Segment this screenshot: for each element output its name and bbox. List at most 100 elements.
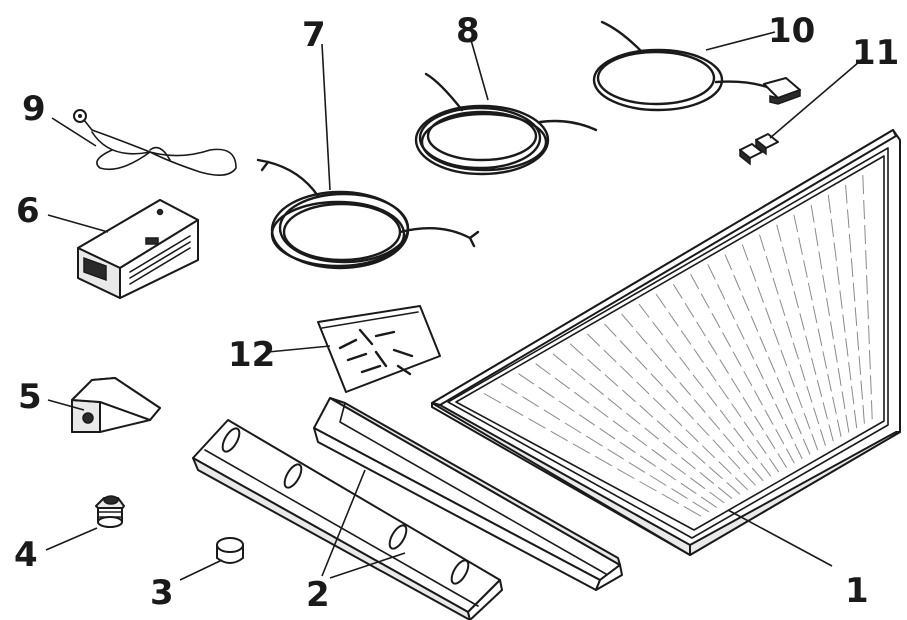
panel-cell-line bbox=[679, 356, 691, 371]
panel-cell-line bbox=[833, 344, 838, 363]
panel-cell-line bbox=[706, 392, 718, 407]
panel-cell-line bbox=[848, 233, 852, 253]
cable-entry-cap bbox=[216, 537, 244, 564]
panel-cell-line bbox=[649, 475, 667, 486]
panel-cell-line bbox=[680, 482, 697, 495]
panel-cell-line bbox=[851, 386, 855, 405]
panel-cell-line bbox=[685, 429, 699, 443]
panel-cell-line bbox=[741, 295, 750, 312]
panel-cell-line bbox=[868, 325, 870, 345]
panel-cell-line bbox=[666, 389, 679, 404]
panel-cell-line bbox=[830, 321, 834, 340]
panel-cell-line bbox=[572, 443, 591, 454]
panel-cell-line bbox=[707, 264, 716, 280]
panel-cell-line bbox=[672, 284, 683, 299]
callout-8: 8 bbox=[456, 11, 480, 51]
panel-cell-line bbox=[726, 304, 735, 320]
panel-cell-line bbox=[832, 396, 837, 415]
panel-cell-line bbox=[795, 391, 803, 409]
panel-cell-line bbox=[845, 184, 848, 204]
panel-cell-line bbox=[619, 340, 633, 354]
cable-bare-ends bbox=[256, 158, 480, 270]
leader-lines bbox=[45, 31, 867, 581]
panel-cell-line bbox=[604, 323, 617, 337]
callout-3: 3 bbox=[150, 573, 174, 613]
panel-cell-line bbox=[628, 461, 646, 473]
panel-cell-line bbox=[787, 268, 794, 287]
panel-cell-line bbox=[828, 424, 834, 442]
connector-pieces bbox=[739, 133, 779, 166]
panel-cell-line bbox=[743, 472, 756, 486]
panel-cell-line bbox=[827, 194, 832, 214]
panel-cell-line bbox=[705, 366, 717, 382]
panel-cell-line bbox=[786, 320, 793, 338]
callout-1: 1 bbox=[845, 571, 869, 611]
panel-cell-line bbox=[777, 453, 788, 468]
panel-cell-line bbox=[558, 400, 575, 412]
panel-cell-line bbox=[617, 468, 635, 479]
panel-cell-line bbox=[856, 331, 860, 351]
panel-cell-line bbox=[650, 373, 664, 387]
panel-cell-line bbox=[811, 433, 819, 451]
panel-cell-line bbox=[711, 312, 721, 329]
panel-cell-line bbox=[822, 274, 827, 293]
panel-cell-line bbox=[690, 477, 706, 490]
panel-cell-line bbox=[818, 251, 823, 270]
panel-cell-line bbox=[869, 350, 871, 370]
panel-cell-line bbox=[765, 383, 774, 400]
panel-cell-line bbox=[732, 351, 742, 367]
panel-cell-line bbox=[569, 343, 584, 356]
panel-cell-line bbox=[850, 258, 854, 277]
panel-cell-line bbox=[864, 225, 866, 245]
panel-cell-line bbox=[518, 373, 535, 385]
panel-cell-line bbox=[718, 461, 732, 475]
screws bbox=[338, 328, 414, 376]
panel-cell-line bbox=[736, 323, 745, 340]
panel-cell-line bbox=[759, 336, 767, 353]
panel-cell-line bbox=[793, 291, 799, 309]
cable-gland bbox=[95, 495, 125, 528]
panel-cell-line bbox=[862, 174, 864, 195]
panel-cell-line bbox=[708, 466, 723, 480]
panel-cell-line bbox=[833, 242, 837, 261]
panel-cell-line bbox=[772, 328, 780, 345]
panel-cell-line bbox=[754, 415, 764, 431]
panel-cell-line bbox=[619, 365, 634, 379]
panel-cell-line bbox=[854, 307, 858, 326]
panel-cell-line bbox=[845, 338, 849, 357]
panel-cell-line bbox=[550, 430, 568, 442]
panel-cell-line bbox=[664, 365, 677, 379]
panel-cell-line bbox=[639, 481, 657, 492]
panel-cell-line bbox=[784, 423, 793, 440]
panel-cell-line bbox=[860, 380, 863, 400]
panel-cell-line bbox=[768, 458, 780, 473]
panel-cell-line bbox=[858, 356, 862, 375]
panel-cell-line bbox=[822, 351, 828, 369]
charge-controller bbox=[77, 199, 199, 299]
callout-7: 7 bbox=[302, 15, 326, 55]
panel-cell-line bbox=[621, 313, 634, 328]
panel-cell-line bbox=[681, 457, 696, 470]
panel-cell-line bbox=[814, 228, 819, 246]
panel-cell-line bbox=[652, 321, 664, 336]
panel-cell-line bbox=[554, 377, 570, 390]
panel-cell-line bbox=[671, 488, 688, 500]
panel-cell-line bbox=[660, 469, 677, 481]
panel-cell-line bbox=[836, 419, 842, 438]
panel-cell-line bbox=[669, 413, 683, 427]
panel-cell-line bbox=[632, 434, 648, 447]
panel-cell-line bbox=[749, 265, 757, 282]
panel-cell-line bbox=[574, 391, 590, 404]
panel-cell-line bbox=[638, 303, 650, 318]
panel-cell-line bbox=[652, 397, 666, 411]
panel-cell-line bbox=[755, 363, 764, 380]
panel-cell-line bbox=[811, 357, 817, 375]
panel-cell-line bbox=[841, 391, 846, 410]
panel-cell-line bbox=[842, 314, 846, 333]
callout-6: 6 bbox=[16, 191, 40, 231]
panel-cell-line bbox=[700, 496, 717, 508]
callout-12: 12 bbox=[228, 335, 275, 375]
panel-cell-line bbox=[696, 422, 710, 437]
coiled-cable bbox=[414, 72, 598, 176]
panel-cell-line bbox=[603, 349, 617, 363]
